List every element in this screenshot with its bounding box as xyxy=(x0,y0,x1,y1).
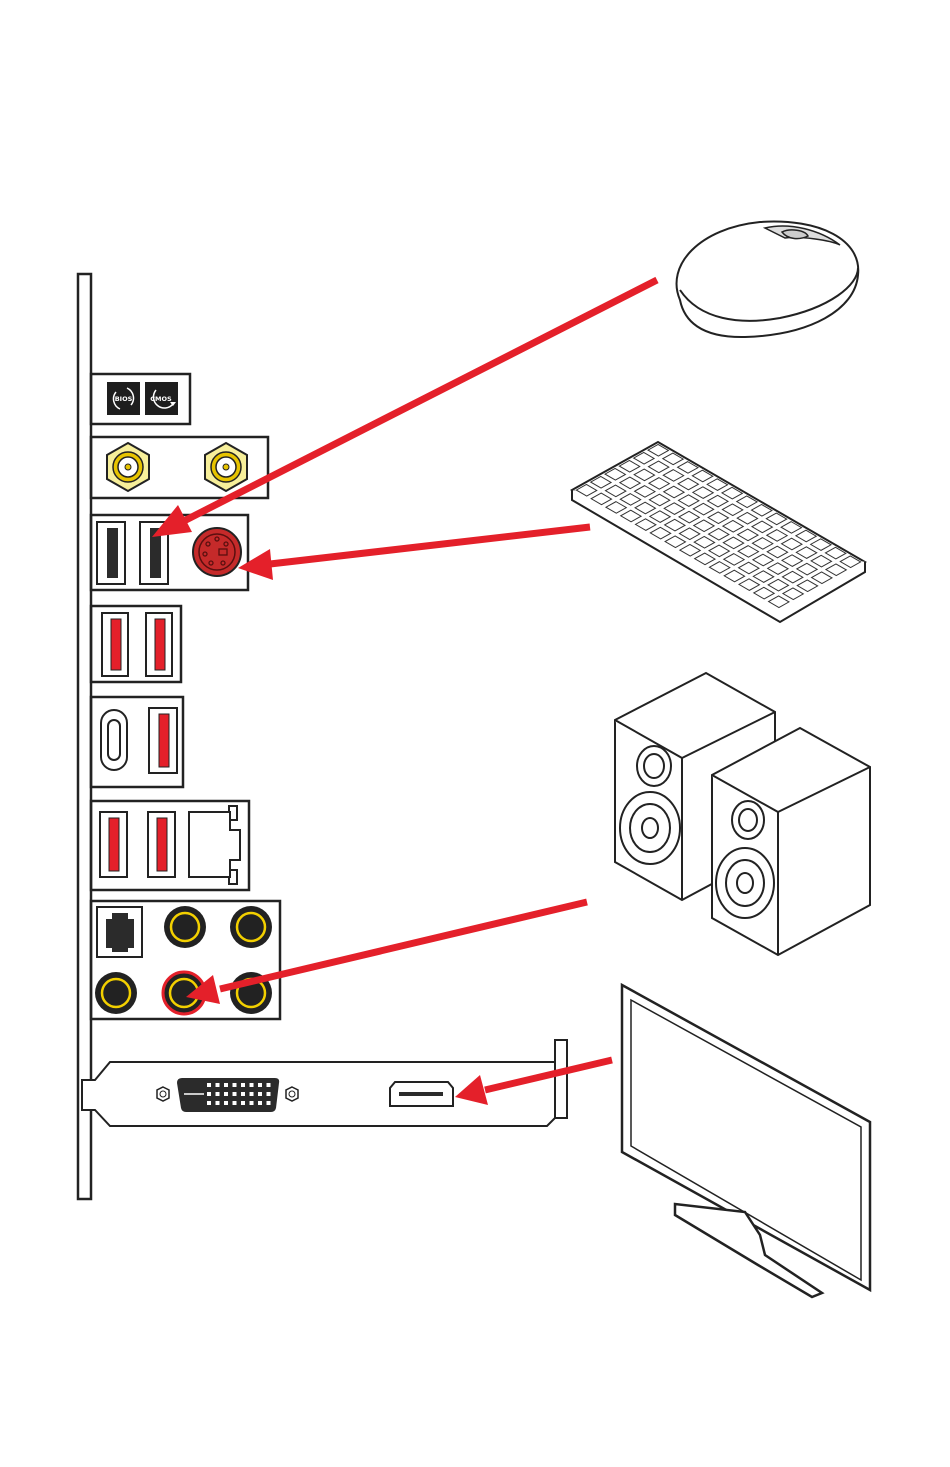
dvi-pin xyxy=(267,1083,271,1087)
dvi-pin xyxy=(250,1101,254,1105)
keyboard-icon xyxy=(572,442,865,622)
usb3-port[interactable] xyxy=(146,613,172,676)
mouse-icon xyxy=(677,222,859,338)
dvi-pin xyxy=(267,1101,271,1105)
audio-jack[interactable] xyxy=(230,906,272,948)
dvi-pin xyxy=(258,1092,262,1096)
dvi-pin xyxy=(207,1092,211,1096)
optical-spdif-port[interactable] xyxy=(97,907,142,957)
bios-label: BIOS xyxy=(115,395,133,403)
antenna-connector[interactable] xyxy=(205,443,247,491)
arrow-keyboard-to-ps2 xyxy=(238,527,590,580)
usb3-port[interactable] xyxy=(102,613,128,676)
dvi-pin xyxy=(258,1083,262,1087)
audio-jack[interactable] xyxy=(95,972,137,1014)
dvi-pin xyxy=(241,1101,245,1105)
cmos-label: CMOS xyxy=(150,395,172,403)
usb-c-port[interactable] xyxy=(101,710,127,770)
dvi-pin xyxy=(224,1083,228,1087)
clear-cmos-button[interactable]: CMOS xyxy=(145,382,178,415)
bios-flashback-button[interactable]: BIOS xyxy=(107,382,140,415)
usb3-port[interactable] xyxy=(149,708,177,773)
usb3-port[interactable] xyxy=(100,812,127,877)
dvi-pin xyxy=(216,1092,220,1096)
dvi-pin xyxy=(207,1101,211,1105)
dvi-pin xyxy=(233,1101,237,1105)
dvi-pin xyxy=(258,1101,262,1105)
hdmi-port[interactable] xyxy=(390,1082,453,1106)
audio-jack[interactable] xyxy=(164,906,206,948)
monitor-icon xyxy=(622,985,870,1297)
dvi-pin xyxy=(241,1083,245,1087)
dvi-pin xyxy=(233,1092,237,1096)
lan-port[interactable] xyxy=(189,806,240,884)
dvi-pin xyxy=(250,1083,254,1087)
ps2-port[interactable] xyxy=(193,528,241,576)
dvi-pin xyxy=(216,1083,220,1087)
antenna-connector[interactable] xyxy=(107,443,149,491)
dvi-pin xyxy=(233,1083,237,1087)
speakers-icon xyxy=(615,673,870,955)
usb-port[interactable] xyxy=(97,522,125,584)
io-shield xyxy=(78,274,91,1199)
dvi-pin xyxy=(224,1101,228,1105)
connection-arrows xyxy=(152,280,657,1105)
dvi-pin xyxy=(224,1092,228,1096)
dvi-pin xyxy=(250,1092,254,1096)
usb3-port[interactable] xyxy=(148,812,175,877)
graphics-card-bracket xyxy=(82,1040,567,1126)
dvi-pin xyxy=(216,1101,220,1105)
dvi-pin xyxy=(241,1092,245,1096)
dvi-pin xyxy=(207,1083,211,1087)
dvi-pin xyxy=(267,1092,271,1096)
